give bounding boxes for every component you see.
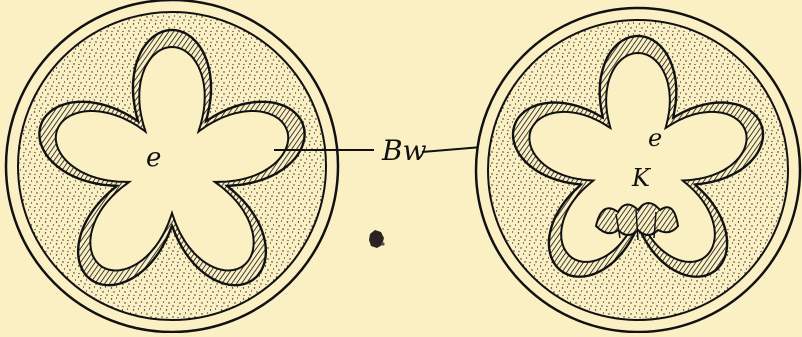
- right-cross-section: e K: [476, 8, 800, 332]
- ink-blot: [369, 230, 385, 248]
- left-label-e: e: [146, 143, 161, 173]
- left-cross-section: e: [6, 0, 338, 332]
- right-label-e: e: [648, 124, 662, 152]
- right-label-k: K: [631, 164, 652, 192]
- bw-label: Bw: [381, 134, 427, 167]
